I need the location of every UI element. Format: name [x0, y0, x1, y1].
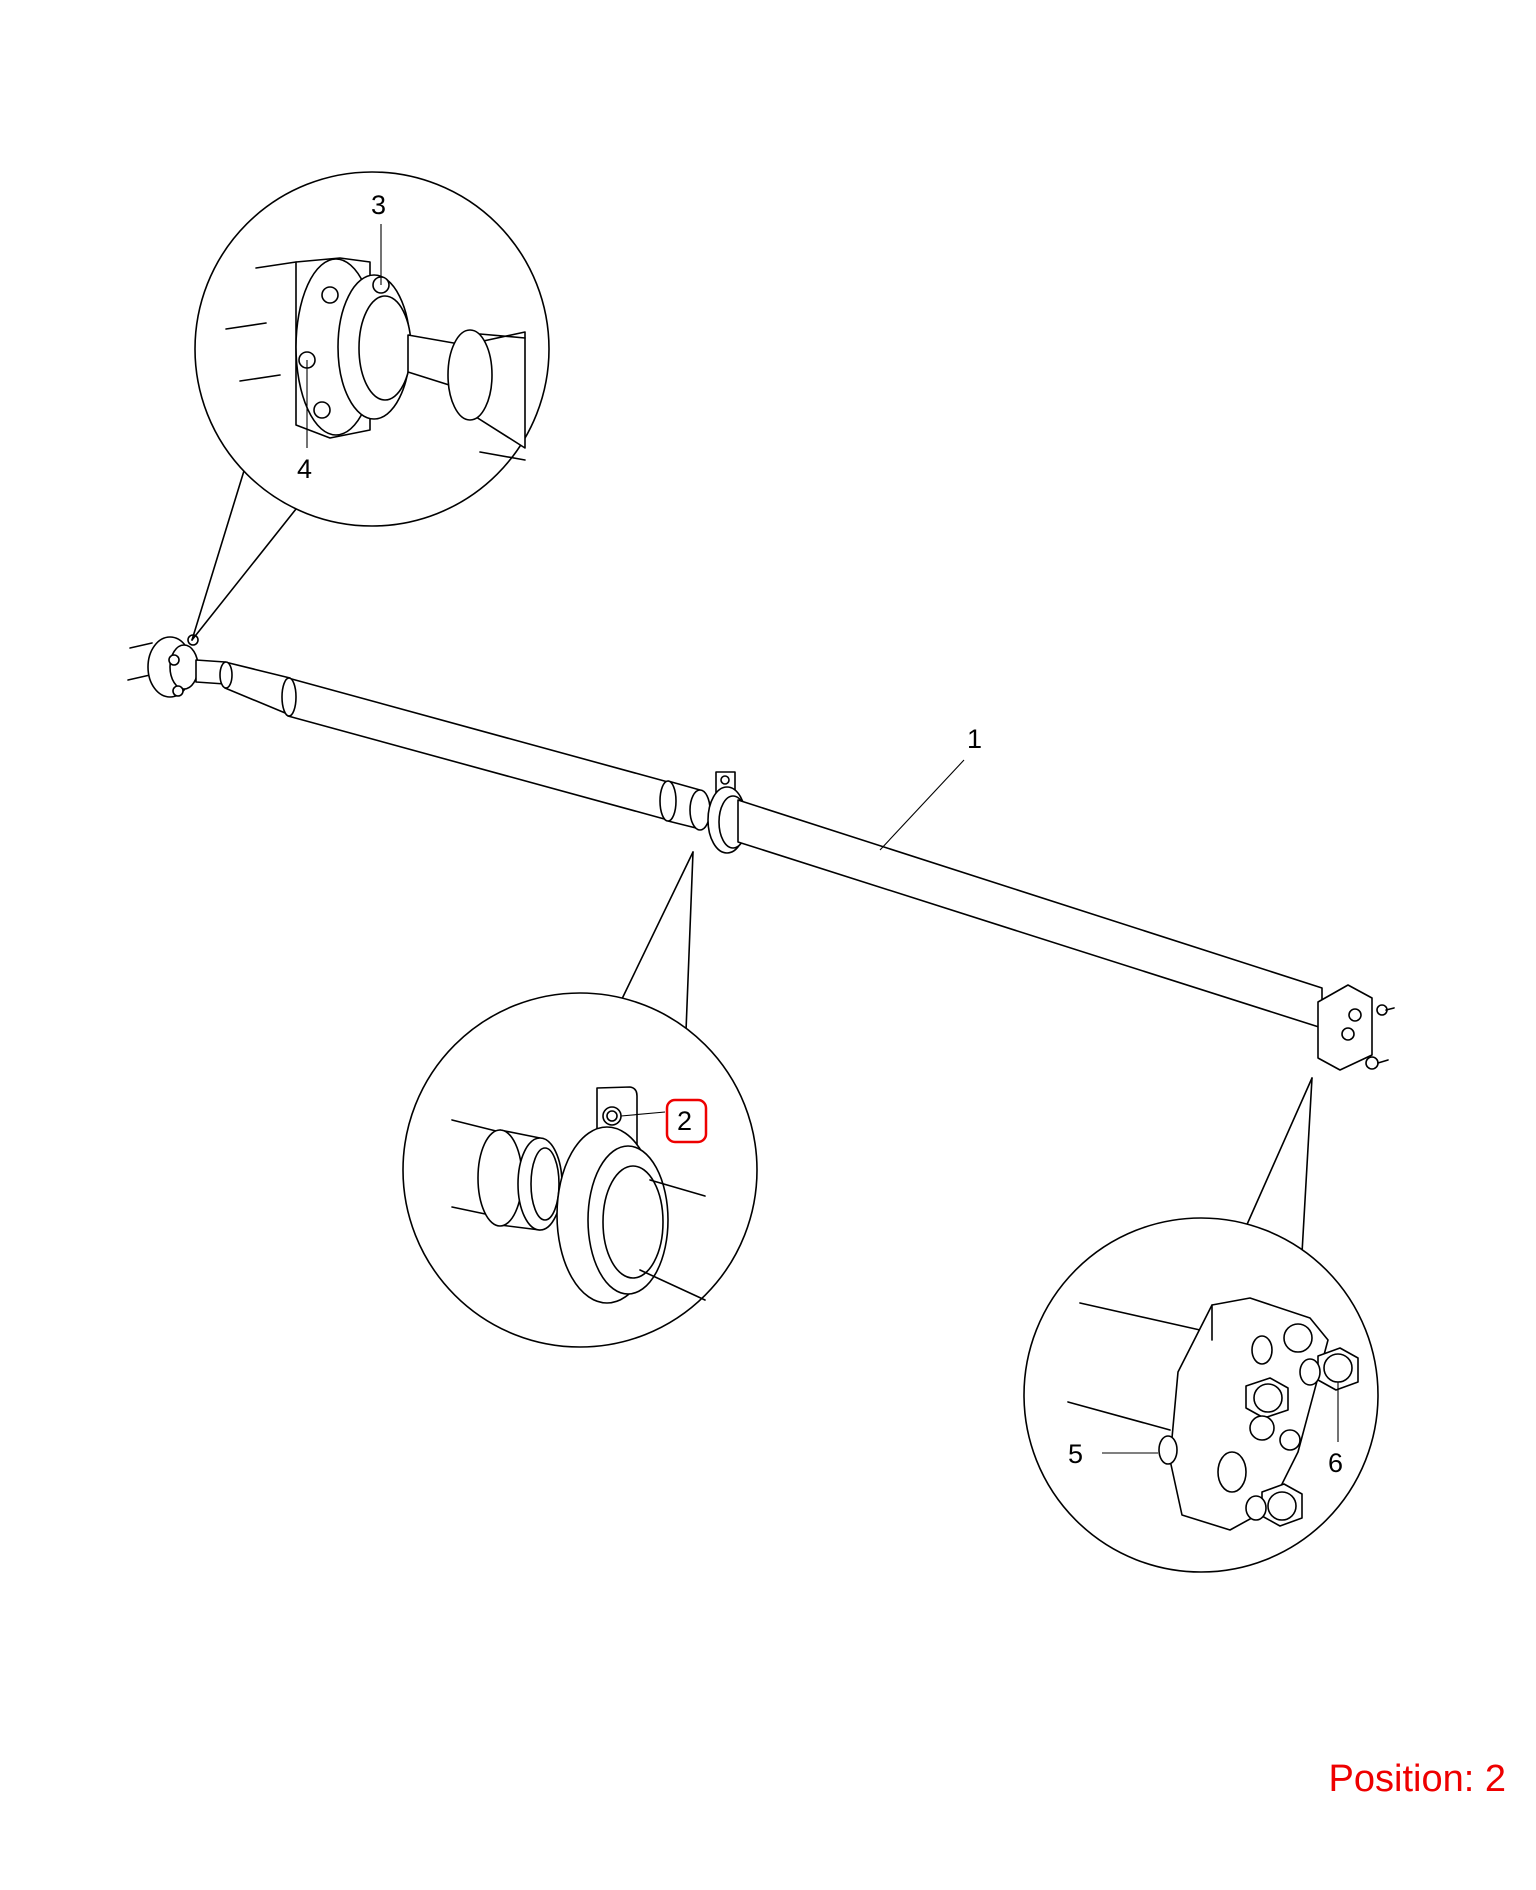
detail-rear-coupling	[1023, 1077, 1379, 1573]
rear-flex-coupling	[1317, 984, 1395, 1071]
position-label: Position: 2	[1328, 1758, 1506, 1800]
detail-center-bearing	[402, 851, 758, 1348]
detail-front-flange	[191, 171, 550, 641]
coupling-bolt	[1158, 1435, 1178, 1465]
callout-1[interactable]: 1	[967, 724, 982, 754]
callout-3[interactable]: 3	[371, 190, 386, 220]
coupling-bolt	[1245, 1377, 1289, 1441]
callout-2[interactable]: 2	[677, 1106, 692, 1136]
front-flange	[127, 634, 199, 698]
callout-2-highlight	[665, 1098, 708, 1144]
callout-5[interactable]: 5	[1068, 1439, 1083, 1469]
callout-6[interactable]: 6	[1328, 1448, 1343, 1478]
callout-4[interactable]: 4	[297, 454, 312, 484]
drive-shaft	[127, 634, 1395, 1071]
coupling-bolt	[1245, 1483, 1303, 1527]
